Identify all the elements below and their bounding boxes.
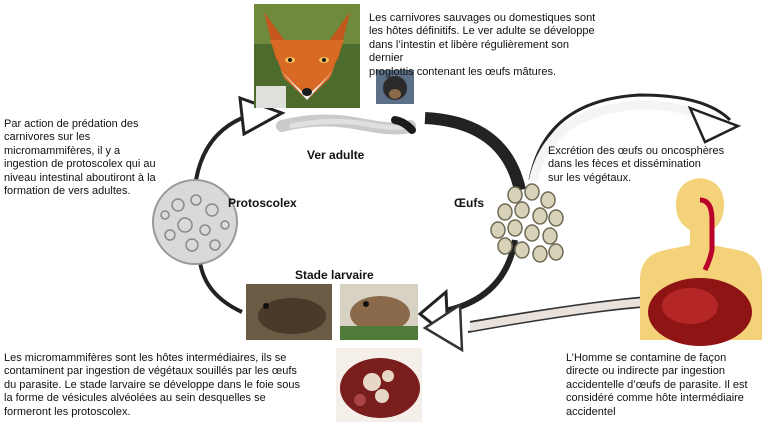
arrow-adult-to-eggs	[424, 112, 526, 192]
predation-text: Par action de prédation des carnivores s…	[4, 118, 156, 198]
label-larval-stage: Stade larvaire	[295, 268, 374, 282]
label-adult-worm: Ver adulte	[307, 148, 365, 162]
label-protoscolex: Protoscolex	[228, 196, 297, 210]
arrow-eggs-to-human	[528, 93, 732, 181]
arrowhead-to-human	[687, 105, 742, 144]
human-text: L’Homme se contamine de façon directe ou…	[566, 352, 748, 418]
intermediate-hosts-text: Les micromammifères sont les hôtes inter…	[4, 352, 300, 418]
arrowhead-human-to-larva	[422, 302, 464, 353]
label-eggs: Œufs	[454, 196, 484, 210]
excretion-text: Excrétion des œufs ou oncosphères dans l…	[548, 145, 725, 184]
definitive-hosts-text: Les carnivores sauvages ou domestiques s…	[369, 12, 596, 78]
arrow-larva-to-protoscolex	[198, 261, 243, 314]
